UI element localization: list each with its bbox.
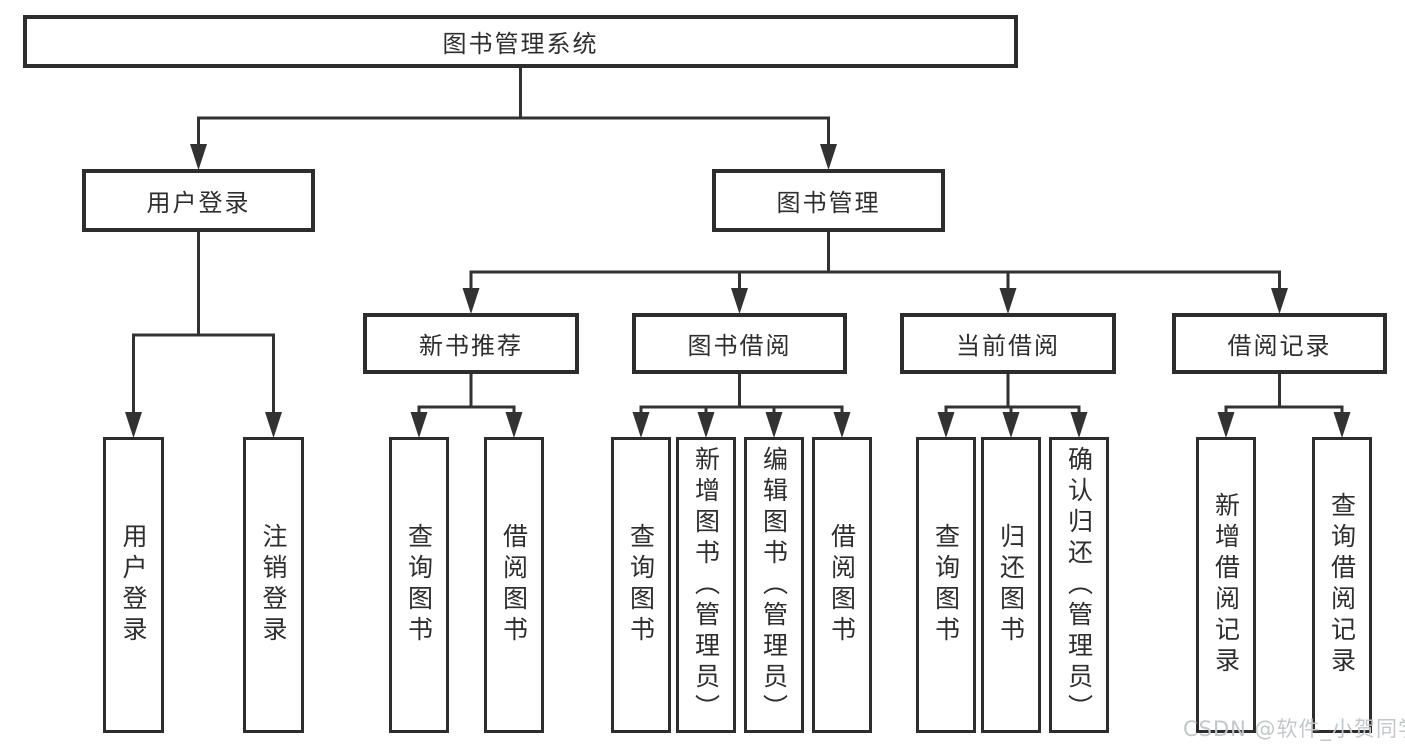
node-cur-return: 归还图书 bbox=[981, 437, 1041, 733]
node-rec-borrow: 借阅图书 bbox=[484, 437, 544, 733]
node-label-rec-query: 查询图书 bbox=[404, 523, 434, 647]
arrowhead-icon bbox=[125, 412, 142, 438]
node-borrow-edit: 编辑图书（管理员） bbox=[744, 437, 804, 733]
arrowhead-icon bbox=[1217, 412, 1235, 438]
node-label-borrow: 图书借阅 bbox=[687, 332, 792, 360]
node-label-cur-return: 归还图书 bbox=[996, 523, 1026, 647]
node-rc-query: 查询借阅记录 bbox=[1312, 437, 1372, 733]
node-current: 当前借阅 bbox=[900, 313, 1116, 374]
node-label-login-user: 用户登录 bbox=[119, 523, 148, 647]
node-mgmt: 图书管理 bbox=[712, 169, 945, 232]
watermark: CSDN @软件_小贺同学 bbox=[1183, 717, 1405, 741]
arrowhead-icon bbox=[1333, 412, 1351, 438]
arrowhead-icon bbox=[1002, 412, 1020, 438]
node-label-borrow-lend: 借阅图书 bbox=[827, 523, 857, 647]
node-rec-query: 查询图书 bbox=[389, 437, 449, 733]
arrowhead-icon bbox=[937, 412, 955, 438]
arrowhead-icon bbox=[833, 412, 851, 438]
node-records: 借阅记录 bbox=[1172, 313, 1387, 374]
node-cur-query: 查询图书 bbox=[916, 437, 976, 733]
node-login-user: 用户登录 bbox=[103, 437, 164, 733]
node-borrow-lend: 借阅图书 bbox=[812, 437, 872, 733]
arrowhead-icon bbox=[999, 288, 1017, 314]
arrowhead-icon bbox=[462, 288, 480, 314]
arrowhead-icon bbox=[1271, 288, 1288, 314]
node-label-cur-confirm: 确认归还（管理员） bbox=[1064, 445, 1094, 725]
node-label-rec-borrow: 借阅图书 bbox=[499, 523, 529, 647]
arrowhead-icon bbox=[190, 144, 207, 170]
arrowhead-icon bbox=[765, 412, 783, 438]
arrowhead-icon bbox=[265, 412, 282, 438]
node-borrow-query: 查询图书 bbox=[611, 437, 671, 733]
arrowhead-icon bbox=[731, 288, 748, 314]
node-label-cur-query: 查询图书 bbox=[931, 523, 961, 647]
node-label-borrow-add: 新增图书（管理员） bbox=[691, 445, 721, 725]
node-label-mgmt: 图书管理 bbox=[776, 189, 881, 217]
node-login: 用户登录 bbox=[82, 169, 315, 232]
node-rec: 新书推荐 bbox=[363, 313, 579, 374]
arrowhead-icon bbox=[820, 144, 837, 170]
node-label-login: 用户登录 bbox=[146, 189, 251, 217]
node-label-borrow-query: 查询图书 bbox=[626, 523, 656, 647]
node-label-root: 图书管理系统 bbox=[442, 30, 599, 58]
node-root: 图书管理系统 bbox=[23, 15, 1018, 68]
node-rc-add: 新增借阅记录 bbox=[1196, 437, 1256, 733]
node-label-rec: 新书推荐 bbox=[419, 332, 523, 360]
arrowhead-icon bbox=[505, 412, 523, 438]
node-label-current: 当前借阅 bbox=[956, 332, 1060, 360]
node-borrow: 图书借阅 bbox=[632, 313, 847, 374]
node-label-login-logout: 注销登录 bbox=[259, 523, 288, 647]
node-label-borrow-edit: 编辑图书（管理员） bbox=[759, 445, 789, 725]
node-label-rc-query: 查询借阅记录 bbox=[1327, 492, 1357, 678]
arrowhead-icon bbox=[632, 412, 650, 438]
arrowhead-icon bbox=[697, 412, 715, 438]
arrowhead-icon bbox=[410, 412, 428, 438]
node-label-records: 借阅记录 bbox=[1227, 332, 1332, 360]
node-borrow-add: 新增图书（管理员） bbox=[676, 437, 736, 733]
arrowhead-icon bbox=[1070, 412, 1088, 438]
node-login-logout: 注销登录 bbox=[243, 437, 304, 733]
node-label-rc-add: 新增借阅记录 bbox=[1211, 492, 1241, 678]
node-cur-confirm: 确认归还（管理员） bbox=[1049, 437, 1109, 733]
